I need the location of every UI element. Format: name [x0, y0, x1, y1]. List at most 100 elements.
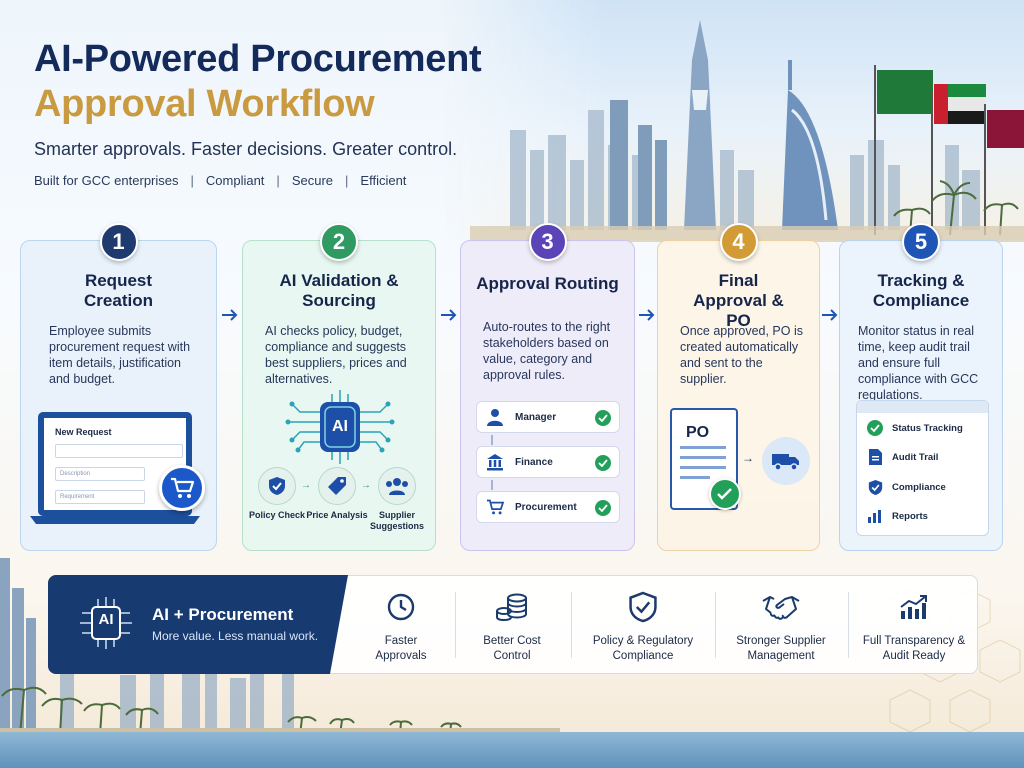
check-circle-icon — [866, 420, 884, 436]
step-description: Once approved, PO is created automatical… — [680, 324, 803, 386]
people-icon — [378, 467, 416, 505]
step-number: 3 — [528, 223, 567, 261]
ai-chip-icon — [80, 597, 132, 649]
check-icon — [595, 500, 611, 516]
approver-manager: Manager — [476, 401, 620, 433]
chart-growth-icon — [854, 590, 974, 624]
route-connector — [491, 435, 493, 445]
benefit-label: Full Transparency & Audit Ready — [862, 635, 966, 662]
shield-icon — [866, 479, 884, 496]
step-number: 5 — [902, 223, 940, 261]
tagline: Smarter approvals. Faster decisions. Gre… — [34, 139, 458, 159]
benefit-label: Policy & Regulatory Compliance — [592, 635, 694, 662]
step-description: Employee submits procurement request wit… — [49, 324, 191, 386]
title-line-1: AI-Powered Procurement — [34, 38, 482, 80]
step-number: 1 — [99, 223, 138, 261]
check-label-price: Price Analysis — [306, 510, 368, 520]
benefit-cost-control: Better Cost Control — [462, 590, 562, 664]
check-icon — [595, 410, 611, 426]
track-item-label: Status Tracking — [892, 422, 963, 434]
step-description: AI checks policy, budget, compliance and… — [265, 324, 407, 386]
benefit-label: Faster Approvals — [375, 635, 427, 662]
step-number: 4 — [719, 223, 758, 261]
ai-procurement-block — [48, 575, 348, 674]
step-description: Auto-routes to the right stakeholders ba… — [483, 320, 611, 382]
price-tag-icon — [318, 467, 356, 505]
benefit-divider — [848, 592, 849, 658]
sea-water — [0, 732, 1024, 768]
benefit-faster-approvals: Faster Approvals — [355, 590, 447, 664]
benefit-divider — [715, 592, 716, 658]
benefit-label: Stronger Supplier Management — [736, 635, 826, 662]
track-item-reports: Reports — [866, 507, 928, 525]
badge-gcc: Built for GCC enterprises — [34, 173, 179, 188]
form-title: New Request — [55, 427, 112, 437]
track-item-label: Compliance — [892, 481, 946, 493]
approver-label: Procurement — [515, 501, 577, 513]
route-connector — [491, 480, 493, 490]
check-label-policy: Policy Check — [248, 510, 306, 520]
badge-secure: Secure — [291, 173, 334, 188]
document-icon — [866, 449, 884, 465]
bar-chart-icon — [866, 509, 884, 523]
step-description: Monitor status in real time, keep audit … — [858, 324, 979, 402]
track-item-audit: Audit Trail — [866, 448, 938, 466]
benefit-divider — [455, 592, 456, 658]
arrow-right-icon: → — [301, 480, 311, 491]
po-label: PO — [686, 424, 710, 441]
approver-finance: Finance — [476, 446, 620, 478]
badge-compliant: Compliant — [205, 173, 265, 188]
badge-efficient: Efficient — [360, 173, 407, 188]
form-field-description: Description — [55, 467, 145, 481]
ai-chip-icon — [285, 390, 395, 464]
badge-row: Built for GCC enterprises | Compliant | … — [34, 173, 406, 188]
track-item-status: Status Tracking — [866, 419, 963, 437]
form-field-requirement: Requirement — [55, 490, 145, 504]
shield-icon — [258, 467, 296, 505]
step-title: Approval Routing — [476, 274, 619, 293]
step-title: Request Creation — [84, 271, 153, 310]
badge-separator: | — [276, 173, 280, 188]
arrow-right-icon — [639, 309, 655, 321]
benefit-label: Better Cost Control — [483, 635, 541, 662]
cart-icon — [159, 465, 205, 511]
arrow-right-icon: → — [742, 451, 754, 465]
arrow-right-icon: → — [361, 480, 371, 491]
handshake-icon — [722, 590, 840, 624]
step-title: Tracking & Compliance — [872, 271, 970, 310]
bank-icon — [485, 453, 505, 471]
benefit-divider — [571, 592, 572, 658]
left-city-illustration — [0, 558, 36, 728]
delivery-truck-icon — [762, 437, 810, 485]
panel-titlebar — [857, 401, 988, 413]
benefit-transparency: Full Transparency & Audit Ready — [854, 590, 974, 664]
cart-icon — [485, 499, 505, 515]
arrow-right-icon — [222, 309, 238, 321]
ai-chip-label: AI — [98, 611, 114, 628]
shield-check-icon — [578, 590, 708, 624]
form-field-1 — [55, 444, 183, 458]
ai-block-subtitle: More value. Less manual work. — [152, 629, 319, 643]
track-item-label: Reports — [892, 510, 928, 522]
step-title: Final Approval & PO — [693, 271, 784, 330]
arrow-right-icon — [441, 309, 457, 321]
clock-icon — [355, 590, 447, 624]
approver-label: Manager — [515, 411, 557, 423]
check-icon — [709, 478, 741, 510]
coins-icon — [462, 590, 562, 624]
benefit-supplier-management: Stronger Supplier Management — [722, 590, 840, 664]
gulf-skyline-illustration — [470, 20, 1024, 242]
track-item-compliance: Compliance — [866, 478, 946, 496]
person-icon — [485, 408, 505, 426]
step-number: 2 — [320, 223, 358, 261]
step-title: AI Validation & Sourcing — [279, 271, 399, 310]
approver-procurement: Procurement — [476, 491, 620, 523]
track-item-label: Audit Trail — [892, 451, 939, 463]
check-icon — [595, 455, 611, 471]
badge-separator: | — [190, 173, 194, 188]
check-label-supplier: Supplier Suggestions — [369, 510, 424, 531]
arrow-right-icon — [822, 309, 838, 321]
ai-block-title: AI + Procurement — [152, 605, 294, 624]
ai-chip-label: AI — [332, 418, 348, 435]
approver-label: Finance — [515, 456, 553, 468]
